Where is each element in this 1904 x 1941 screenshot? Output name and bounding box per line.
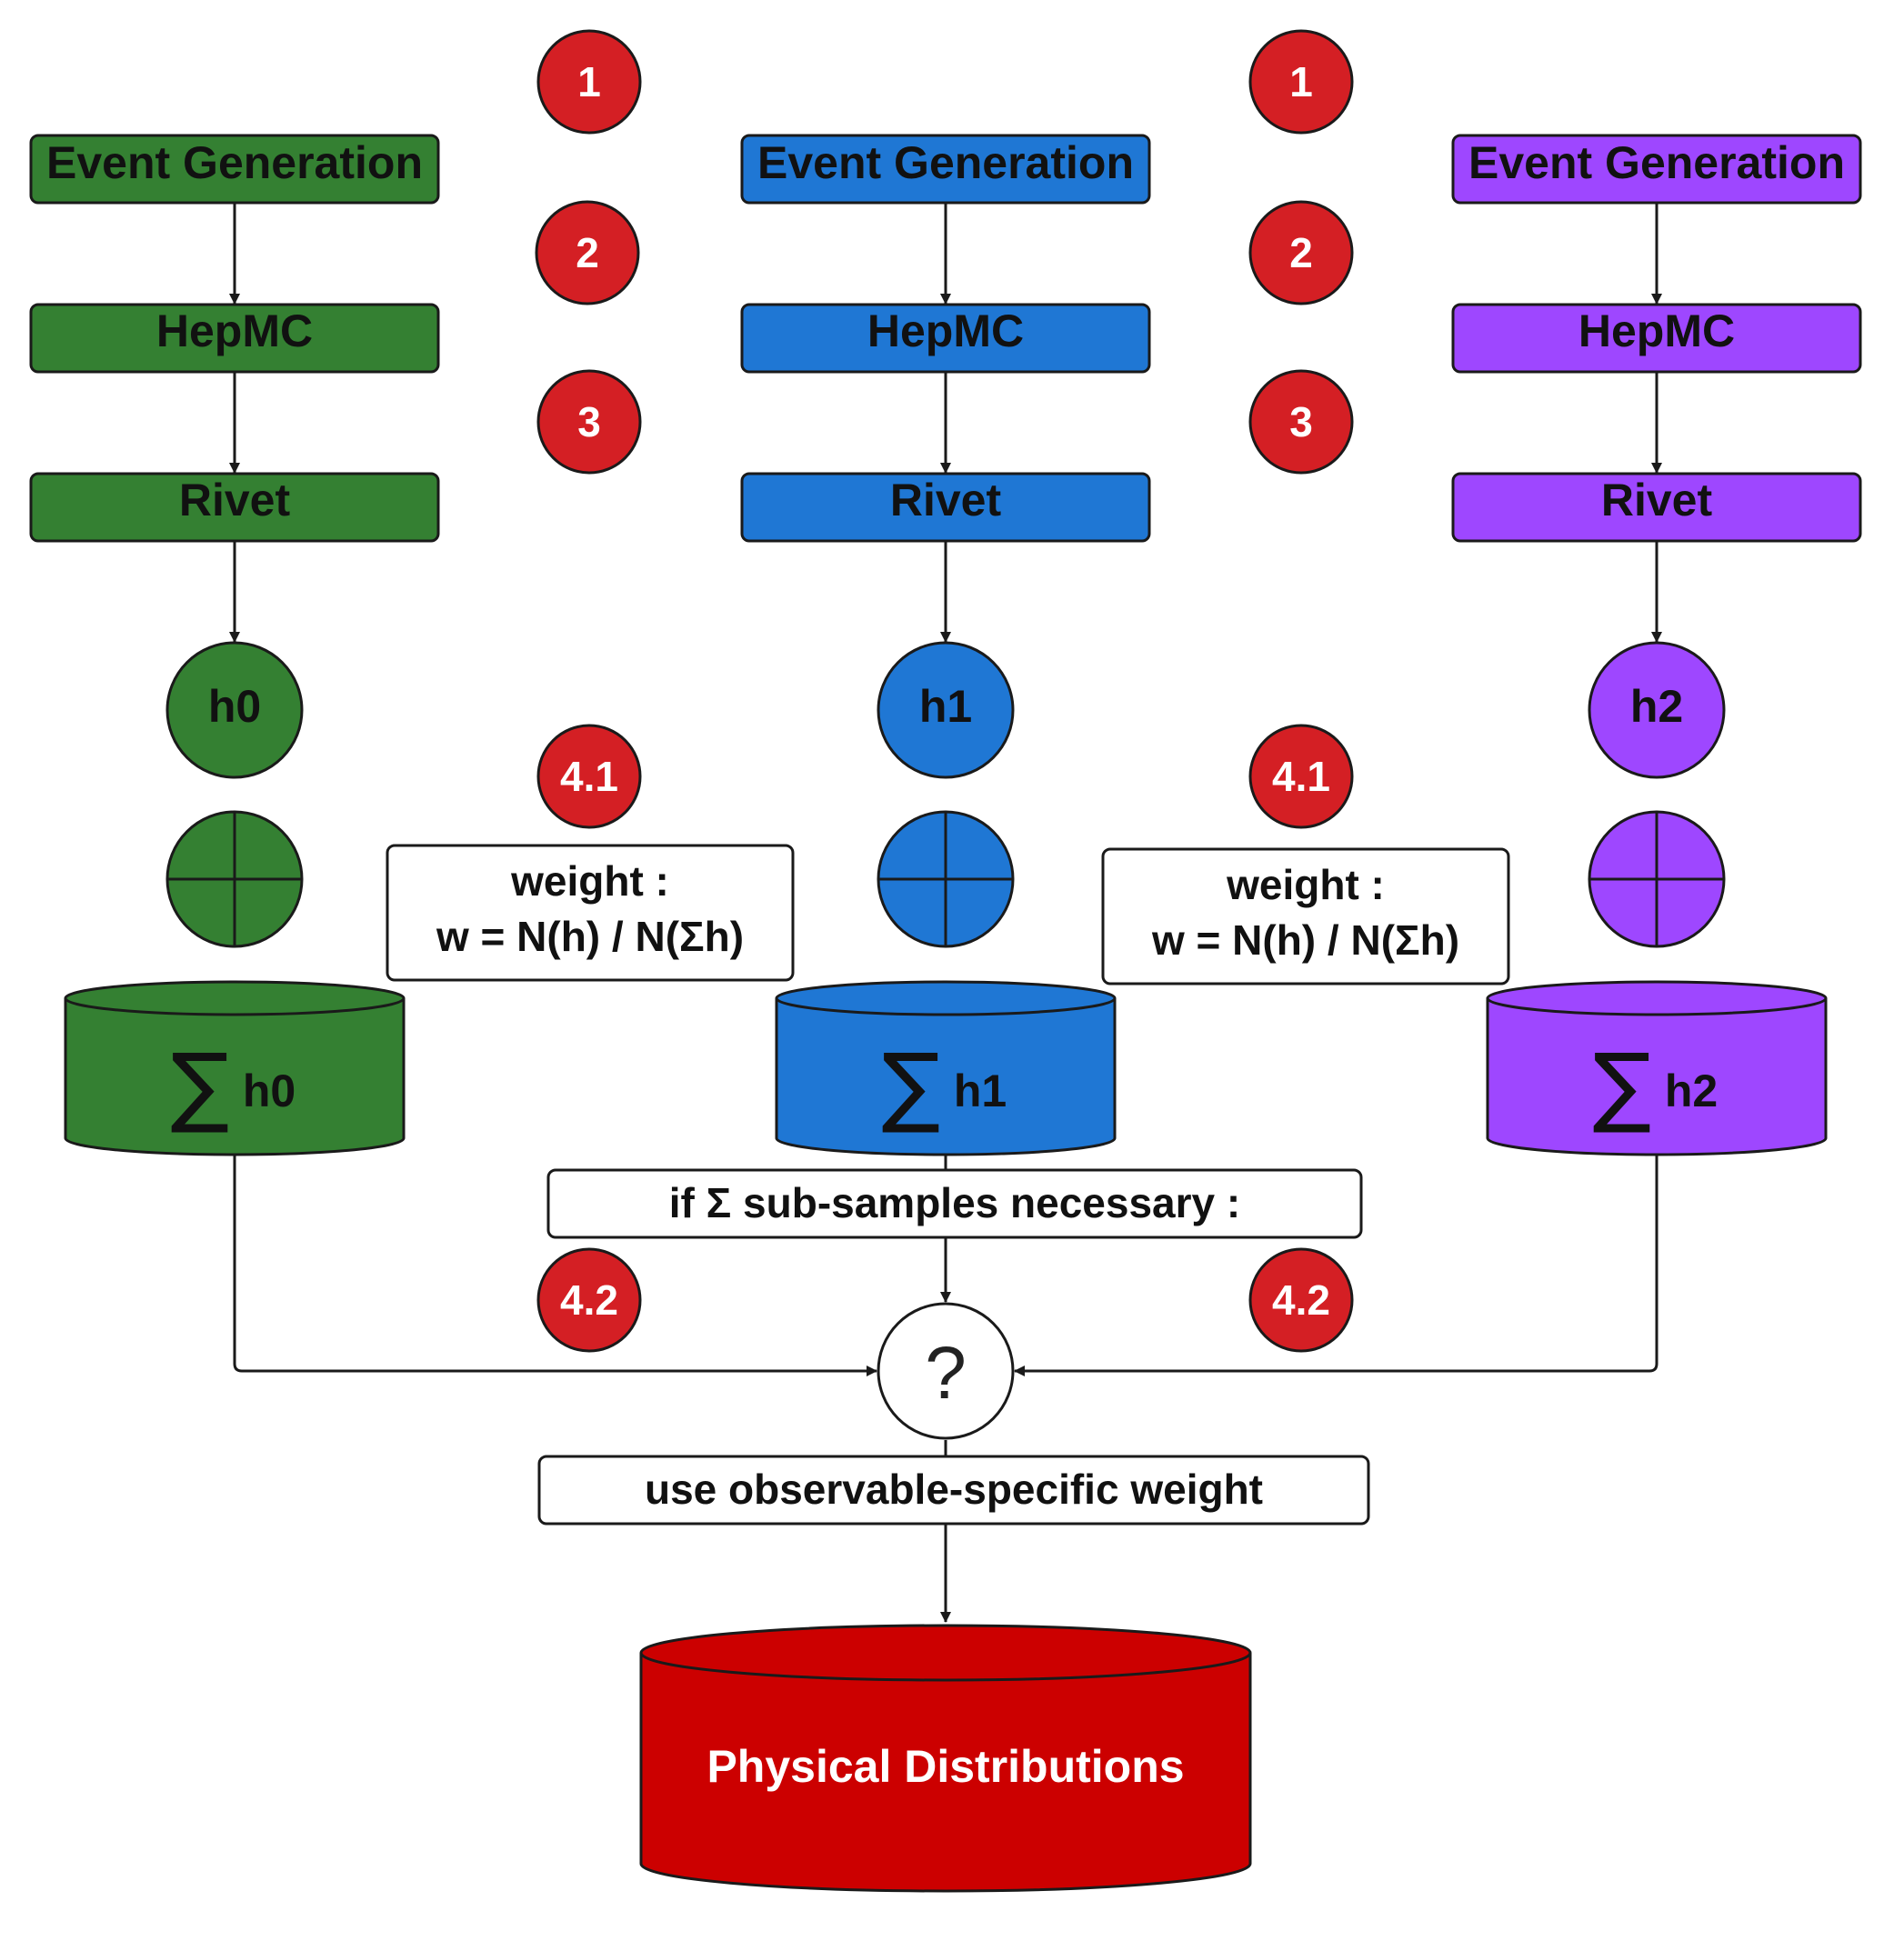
col2-sigma-icon: ∑ [1593, 1035, 1652, 1136]
weight-note-1-line1: weight : [1226, 861, 1385, 908]
step-badge-left-3 [536, 724, 642, 829]
step-badge-right-2 [1248, 369, 1354, 475]
col0-rivet-label: Rivet [179, 475, 291, 525]
col1-accumulated-store-body [775, 998, 1117, 1156]
step-badge-right-1-label: 2 [1289, 229, 1313, 276]
col1-rivet-box [740, 472, 1151, 543]
col1-accumulated-label: h1 [954, 1066, 1007, 1116]
step-badge-right-0 [1248, 29, 1354, 135]
col0-event-generation-box [29, 134, 440, 205]
step-badge-right-3-label: 4.1 [1272, 753, 1330, 800]
step-badge-left-4 [536, 1247, 642, 1353]
col0-hepmc-box [29, 303, 440, 374]
step-badge-right-4-label: 4.2 [1272, 1276, 1330, 1324]
weight-note-1-line2: w = N(h) / N(Σh) [1151, 916, 1459, 964]
col2-accumulated-label: h2 [1665, 1066, 1718, 1116]
col1-accumulated-store-top [775, 980, 1117, 1016]
col0-sigma-icon: ∑ [171, 1035, 230, 1136]
observable-weight-note-box [537, 1455, 1370, 1526]
step-badge-left-4-label: 4.2 [560, 1276, 618, 1324]
subsample-note-label: if Σ sub-samples necessary : [669, 1179, 1240, 1226]
weight-note-0-line1: weight : [510, 857, 669, 905]
col1-hepmc-label: HepMC [867, 305, 1024, 356]
weight-note-1-box [1101, 847, 1510, 986]
col1-event-generation-label: Event Generation [757, 137, 1134, 188]
col0-histogram-label: h0 [208, 681, 261, 732]
col1-histogram-label: h1 [919, 681, 972, 732]
col0-hepmc-label: HepMC [156, 305, 313, 356]
green-to-decision-connector [233, 1155, 877, 1376]
col1-rivet-label: Rivet [890, 475, 1002, 525]
step-badge-left-0-label: 1 [577, 58, 601, 105]
physical-distributions-store-top [639, 1624, 1252, 1682]
col0-rivet-box [29, 472, 440, 543]
col0-event-generation-label: Event Generation [46, 137, 423, 188]
col2-accumulated-store-top [1486, 980, 1828, 1016]
col1-sigma-icon: ∑ [882, 1035, 941, 1136]
step-badge-right-0-label: 1 [1289, 58, 1313, 105]
step-badge-right-2-label: 3 [1289, 398, 1313, 445]
col0-histogram-node [165, 641, 304, 779]
step-badge-right-3 [1248, 724, 1354, 829]
step-badge-right-4 [1248, 1247, 1354, 1353]
step-badge-right-1 [1248, 200, 1354, 305]
col1-event-generation-box [740, 134, 1151, 205]
weight-note-0-line2: w = N(h) / N(Σh) [436, 913, 744, 960]
col1-hepmc-box [740, 303, 1151, 374]
step-badge-left-1 [535, 200, 640, 305]
decision-node [877, 1302, 1015, 1440]
col2-hepmc-label: HepMC [1578, 305, 1735, 356]
physical-distributions-store-body [639, 1653, 1252, 1893]
col0-accumulated-store-body [64, 998, 406, 1156]
col2-histogram-node [1588, 641, 1726, 779]
col0-accumulated-store-top [64, 980, 406, 1016]
step-badge-left-2 [536, 369, 642, 475]
step-badge-left-2-label: 3 [577, 398, 601, 445]
weight-note-0-box [386, 844, 795, 982]
col2-histogram-label: h2 [1630, 681, 1683, 732]
physical-distributions-label: Physical Distributions [706, 1741, 1184, 1792]
subsample-note-box [546, 1168, 1363, 1239]
connectors [229, 203, 1662, 1623]
col2-hepmc-box [1451, 303, 1862, 374]
col2-accumulated-store-body [1486, 998, 1828, 1156]
col2-event-generation-box [1451, 134, 1862, 205]
step-badge-left-3-label: 4.1 [560, 753, 618, 800]
col2-rivet-box [1451, 472, 1862, 543]
step-badge-left-1-label: 2 [576, 229, 599, 276]
decision-symbol: ? [925, 1332, 967, 1415]
col1-histogram-node [877, 641, 1015, 779]
col0-accumulated-label: h0 [243, 1066, 296, 1116]
step-badge-left-0 [536, 29, 642, 135]
observable-weight-note-label: use observable-specific weight [645, 1466, 1263, 1513]
purple-to-decision-connector [1014, 1155, 1658, 1376]
col2-event-generation-label: Event Generation [1468, 137, 1845, 188]
col2-rivet-label: Rivet [1601, 475, 1713, 525]
